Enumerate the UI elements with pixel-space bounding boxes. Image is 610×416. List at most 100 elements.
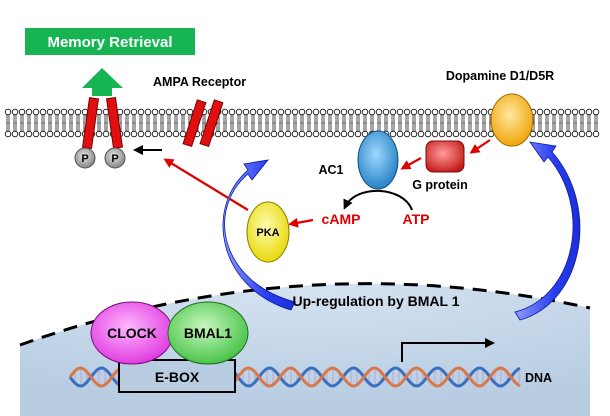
lipid (172, 108, 180, 138)
phospho-label-1: P (81, 153, 88, 165)
ampa-receptor-label: AMPA Receptor (153, 75, 246, 89)
lipid (340, 108, 348, 138)
phospho-label-2: P (111, 153, 118, 165)
lipid (354, 108, 362, 138)
lipid (46, 108, 54, 138)
upregulation-arrow-right (514, 141, 581, 321)
lipid (557, 108, 565, 138)
lipid (550, 108, 558, 138)
lipid (60, 108, 68, 138)
dopamine-receptor (490, 93, 534, 147)
lipid (431, 108, 439, 138)
upregulation-label: Up-regulation by BMAL 1 (293, 293, 460, 309)
lipid (480, 108, 488, 138)
ac1-label: AC1 (318, 163, 343, 177)
lipid (270, 108, 278, 138)
lipid (67, 108, 75, 138)
lipid (543, 108, 551, 138)
pka-to-ampa-arrow (163, 158, 249, 211)
lipid (102, 108, 110, 138)
lipid (123, 108, 131, 138)
camp-label: cAMP (322, 211, 361, 227)
lipid (592, 108, 600, 138)
lipid (438, 108, 446, 138)
lipid (151, 108, 159, 138)
lipid (284, 108, 292, 138)
g-protein (425, 140, 465, 173)
gprotein-to-ac1-arrow (400, 157, 422, 170)
ebox-box (118, 359, 236, 393)
lipid (25, 108, 33, 138)
lipid (445, 108, 453, 138)
lipid (291, 108, 299, 138)
lipid (53, 108, 61, 138)
phospho-group-2: P (104, 147, 126, 169)
lipid (137, 108, 145, 138)
lipid (95, 108, 103, 138)
lipid (424, 108, 432, 138)
lipid (389, 108, 397, 138)
upregulation-arrow-left (222, 159, 296, 311)
transcription-start-arrow (401, 338, 495, 362)
ampa-receptor-phosphorylated (81, 96, 123, 150)
lipid (228, 108, 236, 138)
pka-kinase (246, 201, 290, 263)
lipid (396, 108, 404, 138)
lipid (305, 108, 313, 138)
lipid (32, 108, 40, 138)
lipid (333, 108, 341, 138)
lipid (403, 108, 411, 138)
lipid (319, 108, 327, 138)
lipid (4, 108, 12, 138)
lipid (18, 108, 26, 138)
ebox-label: E-BOX (155, 369, 200, 385)
dna-label: DNA (525, 371, 552, 385)
phospho-group-1: P (74, 147, 96, 169)
lipid (347, 108, 355, 138)
cell-membrane (4, 108, 600, 138)
lipid (263, 108, 271, 138)
clock-label: CLOCK (107, 325, 157, 341)
lipid (536, 108, 544, 138)
lipid (242, 108, 250, 138)
lipid (11, 108, 19, 138)
lipid (165, 108, 173, 138)
lipid (74, 108, 82, 138)
lipid (571, 108, 579, 138)
bmal1-label: BMAL1 (184, 325, 232, 341)
atp-label: ATP (403, 211, 430, 227)
lipid (361, 108, 369, 138)
lipid (452, 108, 460, 138)
up-arrow-icon (82, 68, 123, 96)
dopamine-to-gprotein-arrow (469, 139, 491, 154)
ampa-receptor (182, 99, 224, 148)
lipid (277, 108, 285, 138)
lipid (564, 108, 572, 138)
pka-label: PKA (256, 227, 279, 239)
lipid (578, 108, 586, 138)
lipid (144, 108, 152, 138)
lipid (585, 108, 593, 138)
lipid (466, 108, 474, 138)
lipid (158, 108, 166, 138)
lipid (39, 108, 47, 138)
lipid (473, 108, 481, 138)
g-protein-label: G protein (412, 178, 468, 192)
memory-retrieval-banner: Memory Retrieval (25, 28, 195, 55)
lipid (312, 108, 320, 138)
lipid (249, 108, 257, 138)
camp-to-pka-arrow (288, 217, 314, 228)
lipid (326, 108, 334, 138)
lipid (221, 108, 229, 138)
lipid (298, 108, 306, 138)
dopamine-receptor-label: Dopamine D1/D5R (446, 69, 554, 83)
lipid (410, 108, 418, 138)
lipid (130, 108, 138, 138)
lipid (417, 108, 425, 138)
atp-to-camp-arrow (343, 189, 413, 211)
lipid (179, 108, 187, 138)
ac1-enzyme (357, 130, 399, 190)
lipid (459, 108, 467, 138)
lipid (256, 108, 264, 138)
